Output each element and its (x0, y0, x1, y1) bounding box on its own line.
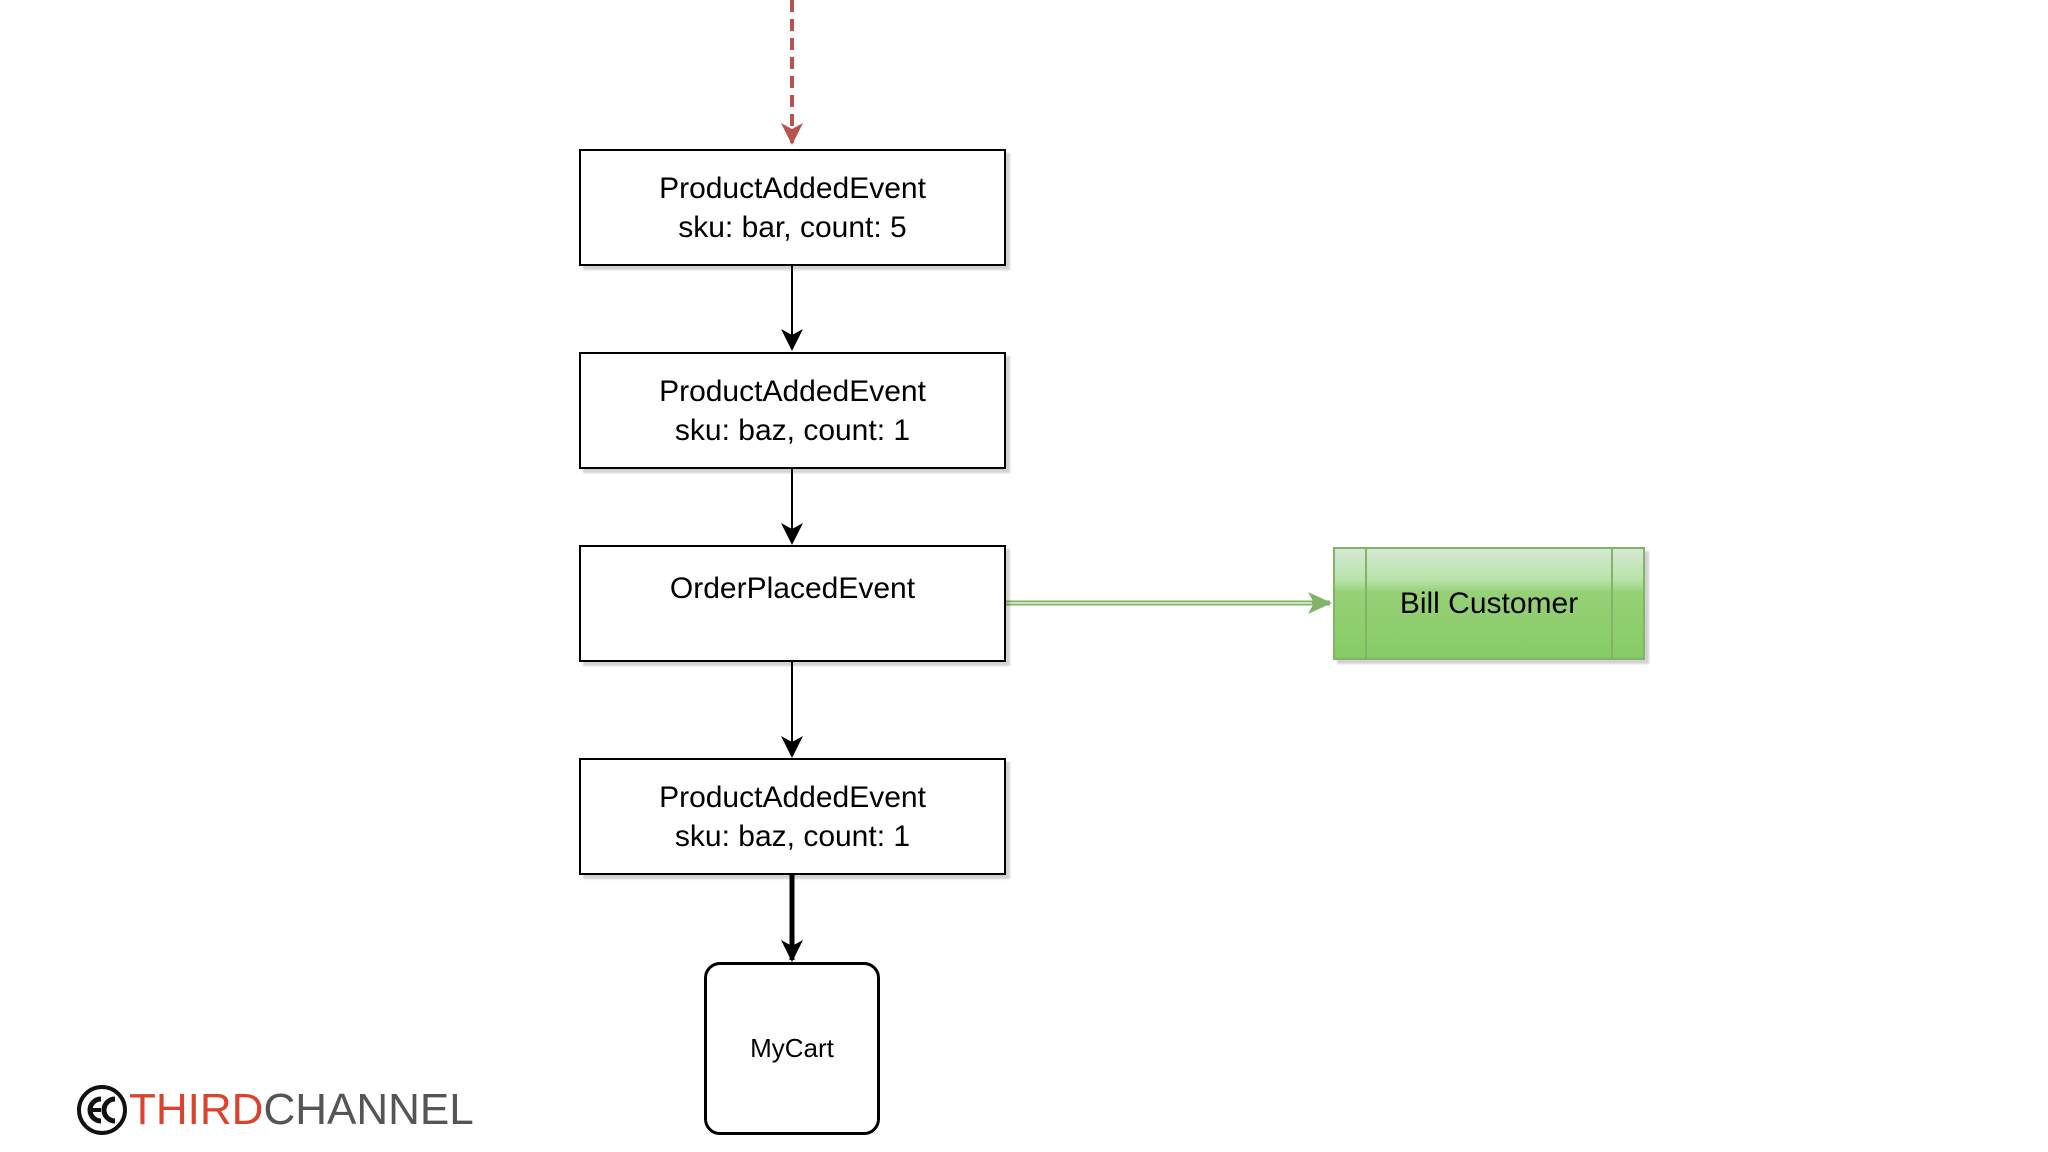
event-node-product-added-3[interactable]: ProductAddedEvent sku: baz, count: 1 (579, 758, 1006, 875)
event-title: ProductAddedEvent (659, 780, 926, 814)
event-node-order-placed[interactable]: OrderPlacedEvent (579, 545, 1006, 662)
event-node-product-added-1[interactable]: ProductAddedEvent sku: bar, count: 5 (579, 149, 1006, 266)
thirdchannel-logo: THIRDCHANNEL (77, 1082, 474, 1138)
process-left-bar (1365, 549, 1367, 658)
event-detail: sku: baz, count: 1 (674, 413, 911, 447)
event-title: ProductAddedEvent (659, 171, 926, 205)
event-node-product-added-2[interactable]: ProductAddedEvent sku: baz, count: 1 (579, 352, 1006, 469)
logo-text-channel: CHANNEL (263, 1085, 474, 1134)
mycart-label: MyCart (750, 1033, 834, 1063)
logo-wordmark: THIRDCHANNEL (129, 1082, 474, 1138)
logo-text-third: THIRD (129, 1085, 264, 1134)
bill-customer-process[interactable]: Bill Customer (1333, 547, 1645, 660)
event-title: ProductAddedEvent (659, 374, 926, 408)
event-detail: sku: bar, count: 5 (678, 210, 907, 244)
mycart-node[interactable]: MyCart (704, 962, 880, 1135)
process-right-bar (1611, 549, 1613, 658)
event-title: OrderPlacedEvent (669, 572, 916, 605)
bill-customer-label: Bill Customer (1399, 586, 1579, 620)
event-detail: sku: baz, count: 1 (674, 819, 911, 853)
thirdchannel-logo-icon (77, 1085, 127, 1135)
